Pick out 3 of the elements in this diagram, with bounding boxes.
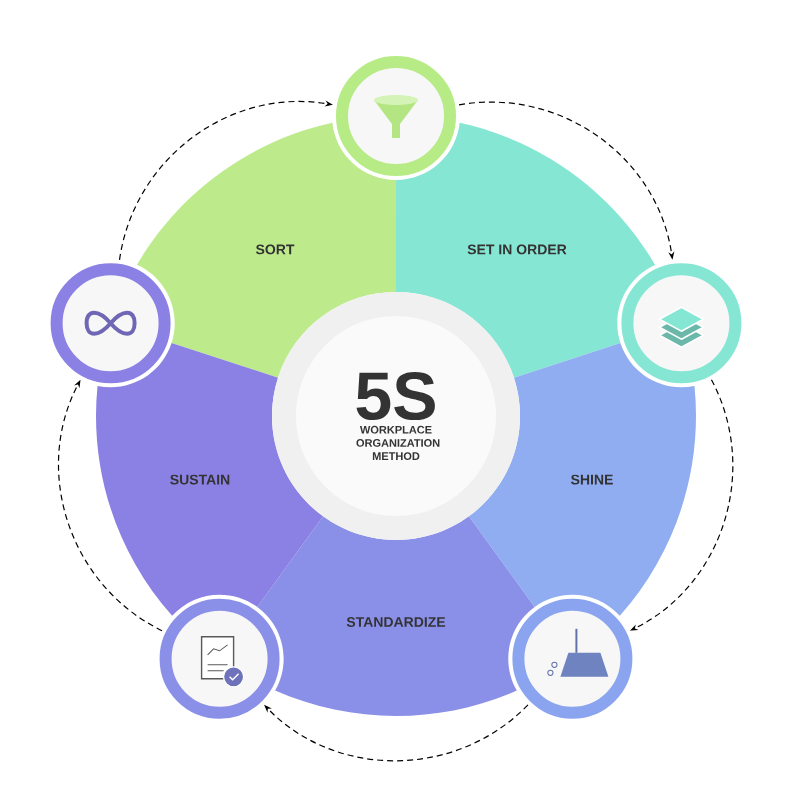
icon-circle [512, 598, 633, 719]
icon-circle [50, 263, 171, 384]
arrow [264, 704, 529, 762]
